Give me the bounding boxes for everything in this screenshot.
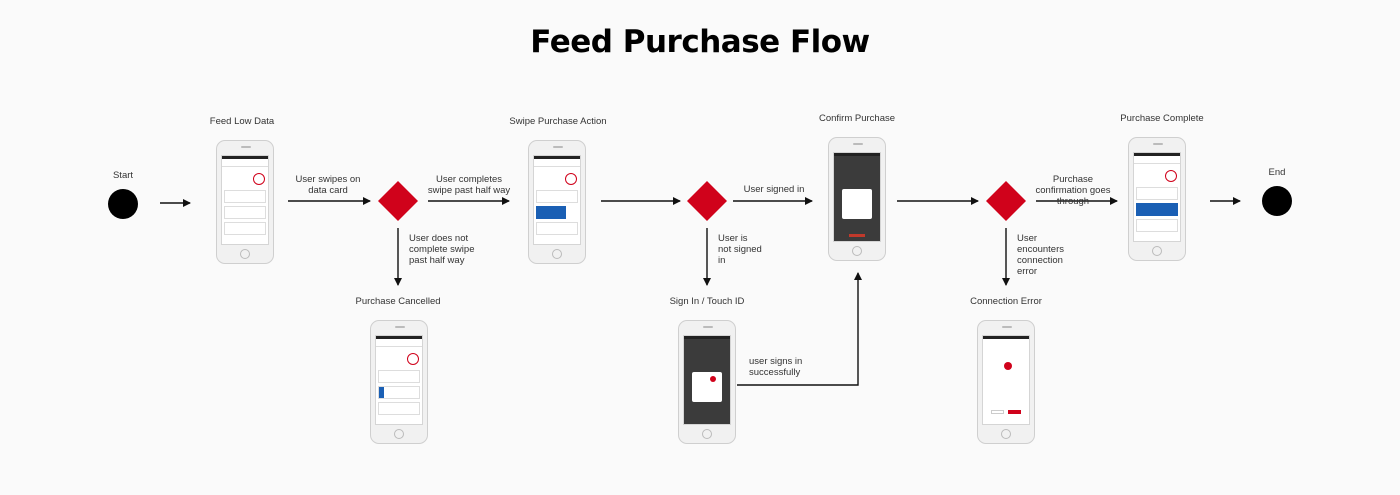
label-sign-in-touch-id: Sign In / Touch ID [669, 296, 745, 307]
phone-sign-in-touch-id [678, 320, 736, 444]
decision-swipe-diamond [378, 181, 418, 221]
end-label: End [1268, 167, 1286, 178]
arrow-signin-to-confirm [737, 272, 862, 386]
phone-confirm-purchase [828, 137, 886, 261]
edge-not-complete-swipe: User does not complete swipe past half w… [409, 233, 475, 266]
phone-feed-low-data [216, 140, 274, 264]
end-node [1262, 186, 1292, 216]
edge-confirmation-through: Purchase confirmation goes through [1035, 174, 1111, 207]
edge-signed-in: User signed in [743, 184, 805, 195]
phone-purchase-complete [1128, 137, 1186, 261]
phone-connection-error [977, 320, 1035, 444]
label-confirm-purchase: Confirm Purchase [818, 113, 896, 124]
edge-not-signed-in: User is not signed in [718, 233, 762, 266]
start-node [108, 189, 138, 219]
start-label: Start [112, 170, 134, 181]
phone-swipe-purchase-action [528, 140, 586, 264]
phone-purchase-cancelled [370, 320, 428, 444]
decision-connection-diamond [986, 181, 1026, 221]
diagram-title: Feed Purchase Flow [530, 24, 870, 60]
edge-swipes-on-card: User swipes on data card [295, 174, 361, 196]
edge-completes-swipe: User completes swipe past half way [427, 174, 511, 196]
label-swipe-purchase-action: Swipe Purchase Action [509, 116, 607, 127]
label-connection-error: Connection Error [970, 296, 1042, 307]
label-feed-low-data: Feed Low Data [209, 116, 275, 127]
label-purchase-complete: Purchase Complete [1120, 113, 1204, 124]
label-purchase-cancelled: Purchase Cancelled [355, 296, 441, 307]
edge-connection-error: User encounters connection error [1017, 233, 1065, 277]
decision-signin-diamond [687, 181, 727, 221]
edge-signs-in-success: user signs in successfully [749, 356, 803, 378]
